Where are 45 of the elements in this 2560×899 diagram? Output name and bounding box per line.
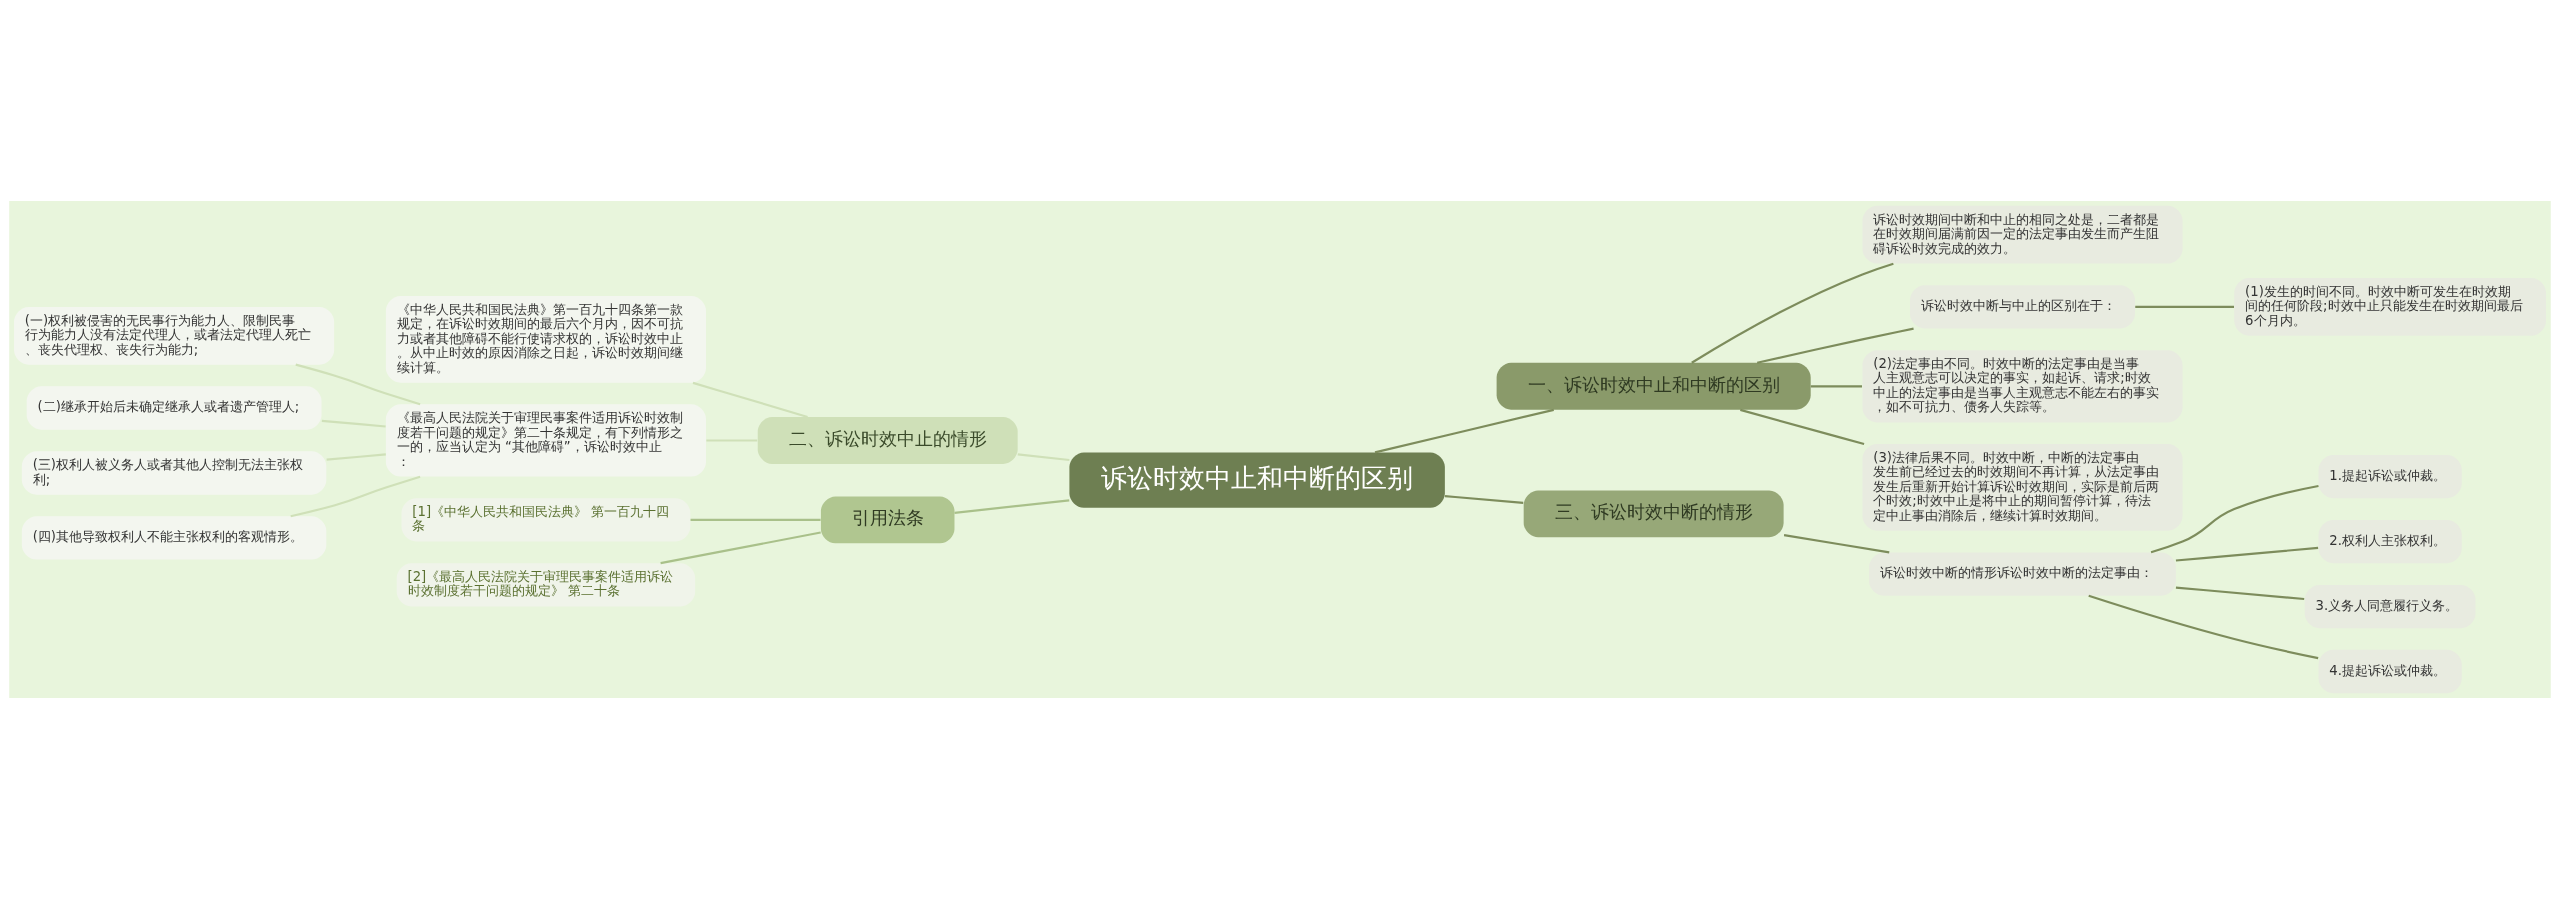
connector bbox=[2088, 594, 2319, 660]
connector bbox=[326, 453, 386, 461]
node-box: 《中华人民共和国民法典》第一百九十四条第一款规定，在诉讼时效期间的最后六个月内，因不可抗力或者其他障碍不能行使请求权的，诉讼时效中止。从中止时效的原因消除之日起，诉讼时效期间继续计算。 bbox=[385, 296, 706, 383]
connector bbox=[1444, 495, 1524, 504]
node-box: 4.提起诉讼或仲裁。 bbox=[2318, 649, 2462, 694]
node-box: 2.权利人主张权利。 bbox=[2318, 519, 2462, 564]
connector bbox=[1810, 385, 1862, 388]
connector bbox=[1756, 327, 1914, 364]
node-box: 3.义务人同意履行义务。 bbox=[2304, 584, 2476, 629]
connector bbox=[690, 518, 821, 521]
connector bbox=[321, 419, 386, 428]
node-box: 二、诉讼时效中止的情形 bbox=[757, 417, 1018, 464]
node-box: 一、诉讼时效中止和中断的区别 bbox=[1496, 362, 1811, 410]
connector bbox=[1374, 408, 1554, 454]
node-box: 引用法条 bbox=[820, 496, 955, 544]
node-box: [1]《中华人民共和国民法典》 第一百九十四条 bbox=[401, 498, 691, 542]
connector bbox=[692, 381, 808, 418]
connector bbox=[954, 499, 1070, 514]
connector bbox=[290, 475, 421, 518]
connector bbox=[1783, 534, 1890, 554]
node-box: 诉讼时效期间中断和中止的相同之处是，二者都是在时效期间届满前因一定的法定事由发生而产生阻碍诉讼时效完成的效力。 bbox=[1862, 205, 2183, 264]
connector bbox=[2175, 586, 2305, 601]
connector bbox=[2150, 484, 2319, 554]
connector bbox=[1017, 453, 1070, 462]
connector bbox=[1740, 408, 1865, 446]
connector bbox=[1691, 262, 1894, 364]
node-box: (二)继承开始后未确定继承人或者遗产管理人; bbox=[26, 386, 322, 430]
connector bbox=[706, 439, 758, 442]
node-box: 诉讼时效中断的情形诉讼时效中断的法定事由： bbox=[1869, 552, 2176, 596]
node-box: (三)权利人被义务人或者其他人控制无法主张权利; bbox=[21, 451, 327, 495]
node-box: 三、诉讼时效中断的情形 bbox=[1523, 490, 1784, 538]
connector bbox=[2175, 546, 2319, 562]
node-box: (1)发生的时间不同。时效中断可发生在时效期间的任何阶段;时效中止只能发生在时效期间最后6个月内。 bbox=[2234, 278, 2546, 336]
node-box: 《最高人民法院关于审理民事案件适用诉讼时效制度若干问题的规定》第二十条规定，有下列情形之一的，应当认定为 “其他障碍”，诉讼时效中止： bbox=[385, 404, 706, 477]
node-box: 诉讼时效中断与中止的区别在于： bbox=[1909, 285, 2135, 329]
node-box: 诉讼时效中止和中断的区别 bbox=[1069, 452, 1445, 508]
node-box: (3)法律后果不同。时效中断，中断的法定事由发生前已经过去的时效期间不再计算，从法定事由发生后重新开始计算诉讼时效期间，实际是前后两个时效;时效中止是将中止的期间暂停计算，待法定中止事由消除后，继续计算时效期间。 bbox=[1862, 444, 2183, 531]
node-box: (2)法定事由不同。时效中断的法定事由是当事人主观意志可以决定的事实，如起诉、请求;时效中止的法定事由是当事人主观意志不能左右的事实，如不可抗力、债务人失踪等。 bbox=[1862, 350, 2183, 423]
node-box: 1.提起诉讼或仲裁。 bbox=[2318, 454, 2462, 499]
connector bbox=[295, 363, 421, 406]
connector bbox=[2135, 305, 2234, 308]
node-box: [2]《最高人民法院关于审理民事案件适用诉讼时效制度若干问题的规定》 第二十条 bbox=[396, 563, 696, 607]
node-box: (四)其他导致权利人不能主张权利的客观情形。 bbox=[21, 516, 327, 560]
node-box: (一)权利被侵害的无民事行为能力人、限制民事行为能力人没有法定代理人，或者法定代理人死亡、丧失代理权、丧失行为能力; bbox=[14, 306, 335, 365]
connector bbox=[660, 531, 821, 565]
